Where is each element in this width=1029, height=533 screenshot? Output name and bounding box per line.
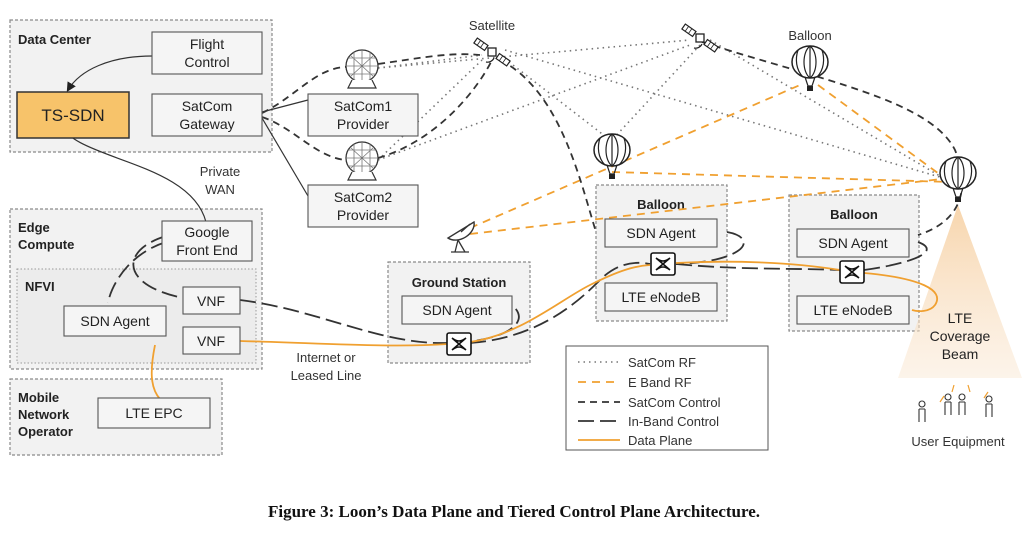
vnf-node-2: VNF xyxy=(182,326,241,355)
switch-icon xyxy=(650,252,676,276)
private-wan-label-2: WAN xyxy=(205,182,235,197)
radome-icon xyxy=(345,49,379,89)
svg-text:LTE eNodeB: LTE eNodeB xyxy=(621,289,700,305)
svg-text:Control: Control xyxy=(184,54,229,70)
svg-text:VNF: VNF xyxy=(197,333,225,349)
lte-beam-label-1: LTE xyxy=(948,310,973,326)
svg-text:SatCom: SatCom xyxy=(182,98,233,114)
svg-text:Flight: Flight xyxy=(190,36,224,52)
sdn-agent-ground-node: SDN Agent xyxy=(401,295,513,325)
balloon1-label: Balloon xyxy=(637,197,685,212)
svg-text:Data Plane: Data Plane xyxy=(628,433,692,448)
lte-epc-node: LTE EPC xyxy=(97,397,211,429)
svg-text:LTE eNodeB: LTE eNodeB xyxy=(813,302,892,318)
figure-caption: Figure 3: Loon’s Data Plane and Tiered C… xyxy=(268,502,760,521)
nfvi-label: NFVI xyxy=(25,279,55,294)
mno-label-2: Network xyxy=(18,407,70,422)
ts-sdn-node: TS-SDN xyxy=(16,91,130,139)
legend-item-satcom-rf: SatCom RF xyxy=(578,355,696,370)
lte-enodeb-balloon2-node: LTE eNodeB xyxy=(796,295,910,325)
svg-text:SDN Agent: SDN Agent xyxy=(422,302,491,318)
private-wan-label-1: Private xyxy=(200,164,240,179)
radome-icon xyxy=(345,141,379,181)
svg-text:SDN Agent: SDN Agent xyxy=(80,313,149,329)
satcom-rf-links xyxy=(377,39,951,183)
sdn-agent-balloon2-node: SDN Agent xyxy=(796,228,910,258)
svg-text:TS-SDN: TS-SDN xyxy=(41,106,104,125)
google-front-end-node: Google Front End xyxy=(161,220,253,262)
satcom2-provider-node: SatCom2 Provider xyxy=(307,184,419,228)
svg-text:Google: Google xyxy=(184,224,229,240)
mno-label-1: Mobile xyxy=(18,390,59,405)
svg-text:Front End: Front End xyxy=(176,242,237,258)
legend-item-e-band-rf: E Band RF xyxy=(578,375,692,390)
svg-text:SDN Agent: SDN Agent xyxy=(818,235,887,251)
balloon-icon xyxy=(791,45,829,92)
satcom1-provider-node: SatCom1 Provider xyxy=(307,93,419,137)
svg-text:LTE EPC: LTE EPC xyxy=(125,405,182,421)
svg-text:VNF: VNF xyxy=(197,293,225,309)
lte-coverage-beam: LTE Coverage Beam xyxy=(898,205,1022,378)
flight-control-node: Flight Control xyxy=(151,31,263,75)
satellite-icon xyxy=(681,23,719,53)
edge-compute-label-2: Compute xyxy=(18,237,74,252)
satcom-gateway-node: SatCom Gateway xyxy=(151,93,263,137)
svg-text:SDN Agent: SDN Agent xyxy=(626,225,695,241)
user-equipment-label: User Equipment xyxy=(911,434,1005,449)
switch-icon xyxy=(839,260,865,284)
satellite-icon xyxy=(473,37,511,67)
internet-label-2: Leased Line xyxy=(291,368,362,383)
lte-enodeb-balloon1-node: LTE eNodeB xyxy=(604,282,718,312)
svg-text:SatCom2: SatCom2 xyxy=(334,189,393,205)
sdn-agent-edge-node: SDN Agent xyxy=(63,305,167,337)
sdn-agent-balloon1-node: SDN Agent xyxy=(604,218,718,248)
lte-beam-label-3: Beam xyxy=(942,346,979,362)
svg-text:SatCom1: SatCom1 xyxy=(334,98,393,114)
legend-item-data-plane: Data Plane xyxy=(578,433,692,448)
internet-label-1: Internet or xyxy=(296,350,356,365)
ground-station-label: Ground Station xyxy=(412,275,507,290)
legend: SatCom RF E Band RF SatCom Control In-Ba… xyxy=(565,345,769,451)
vnf-node-1: VNF xyxy=(182,286,241,315)
svg-text:Provider: Provider xyxy=(337,116,389,132)
user-equipment-icon xyxy=(918,384,993,423)
svg-text:Provider: Provider xyxy=(337,207,389,223)
data-plane-links xyxy=(150,260,938,400)
svg-text:SatCom RF: SatCom RF xyxy=(628,355,696,370)
balloon-top-label: Balloon xyxy=(788,28,831,43)
lte-beam-label-2: Coverage xyxy=(930,328,991,344)
svg-text:E Band RF: E Band RF xyxy=(628,375,692,390)
legend-item-in-band-control: In-Band Control xyxy=(578,414,719,429)
svg-text:SatCom Control: SatCom Control xyxy=(628,395,721,410)
e-band-rf-links xyxy=(469,84,951,235)
legend-item-satcom-control: SatCom Control xyxy=(578,395,721,410)
balloon2-label: Balloon xyxy=(830,207,878,222)
satellite-label: Satellite xyxy=(469,18,515,33)
switch-icon xyxy=(446,332,472,356)
mno-label-3: Operator xyxy=(18,424,73,439)
edge-compute-label-1: Edge xyxy=(18,220,50,235)
dish-antenna-icon xyxy=(446,220,475,253)
svg-text:Gateway: Gateway xyxy=(179,116,234,132)
data-center-label: Data Center xyxy=(18,32,91,47)
svg-text:In-Band Control: In-Band Control xyxy=(628,414,719,429)
balloon-icon xyxy=(939,156,977,203)
